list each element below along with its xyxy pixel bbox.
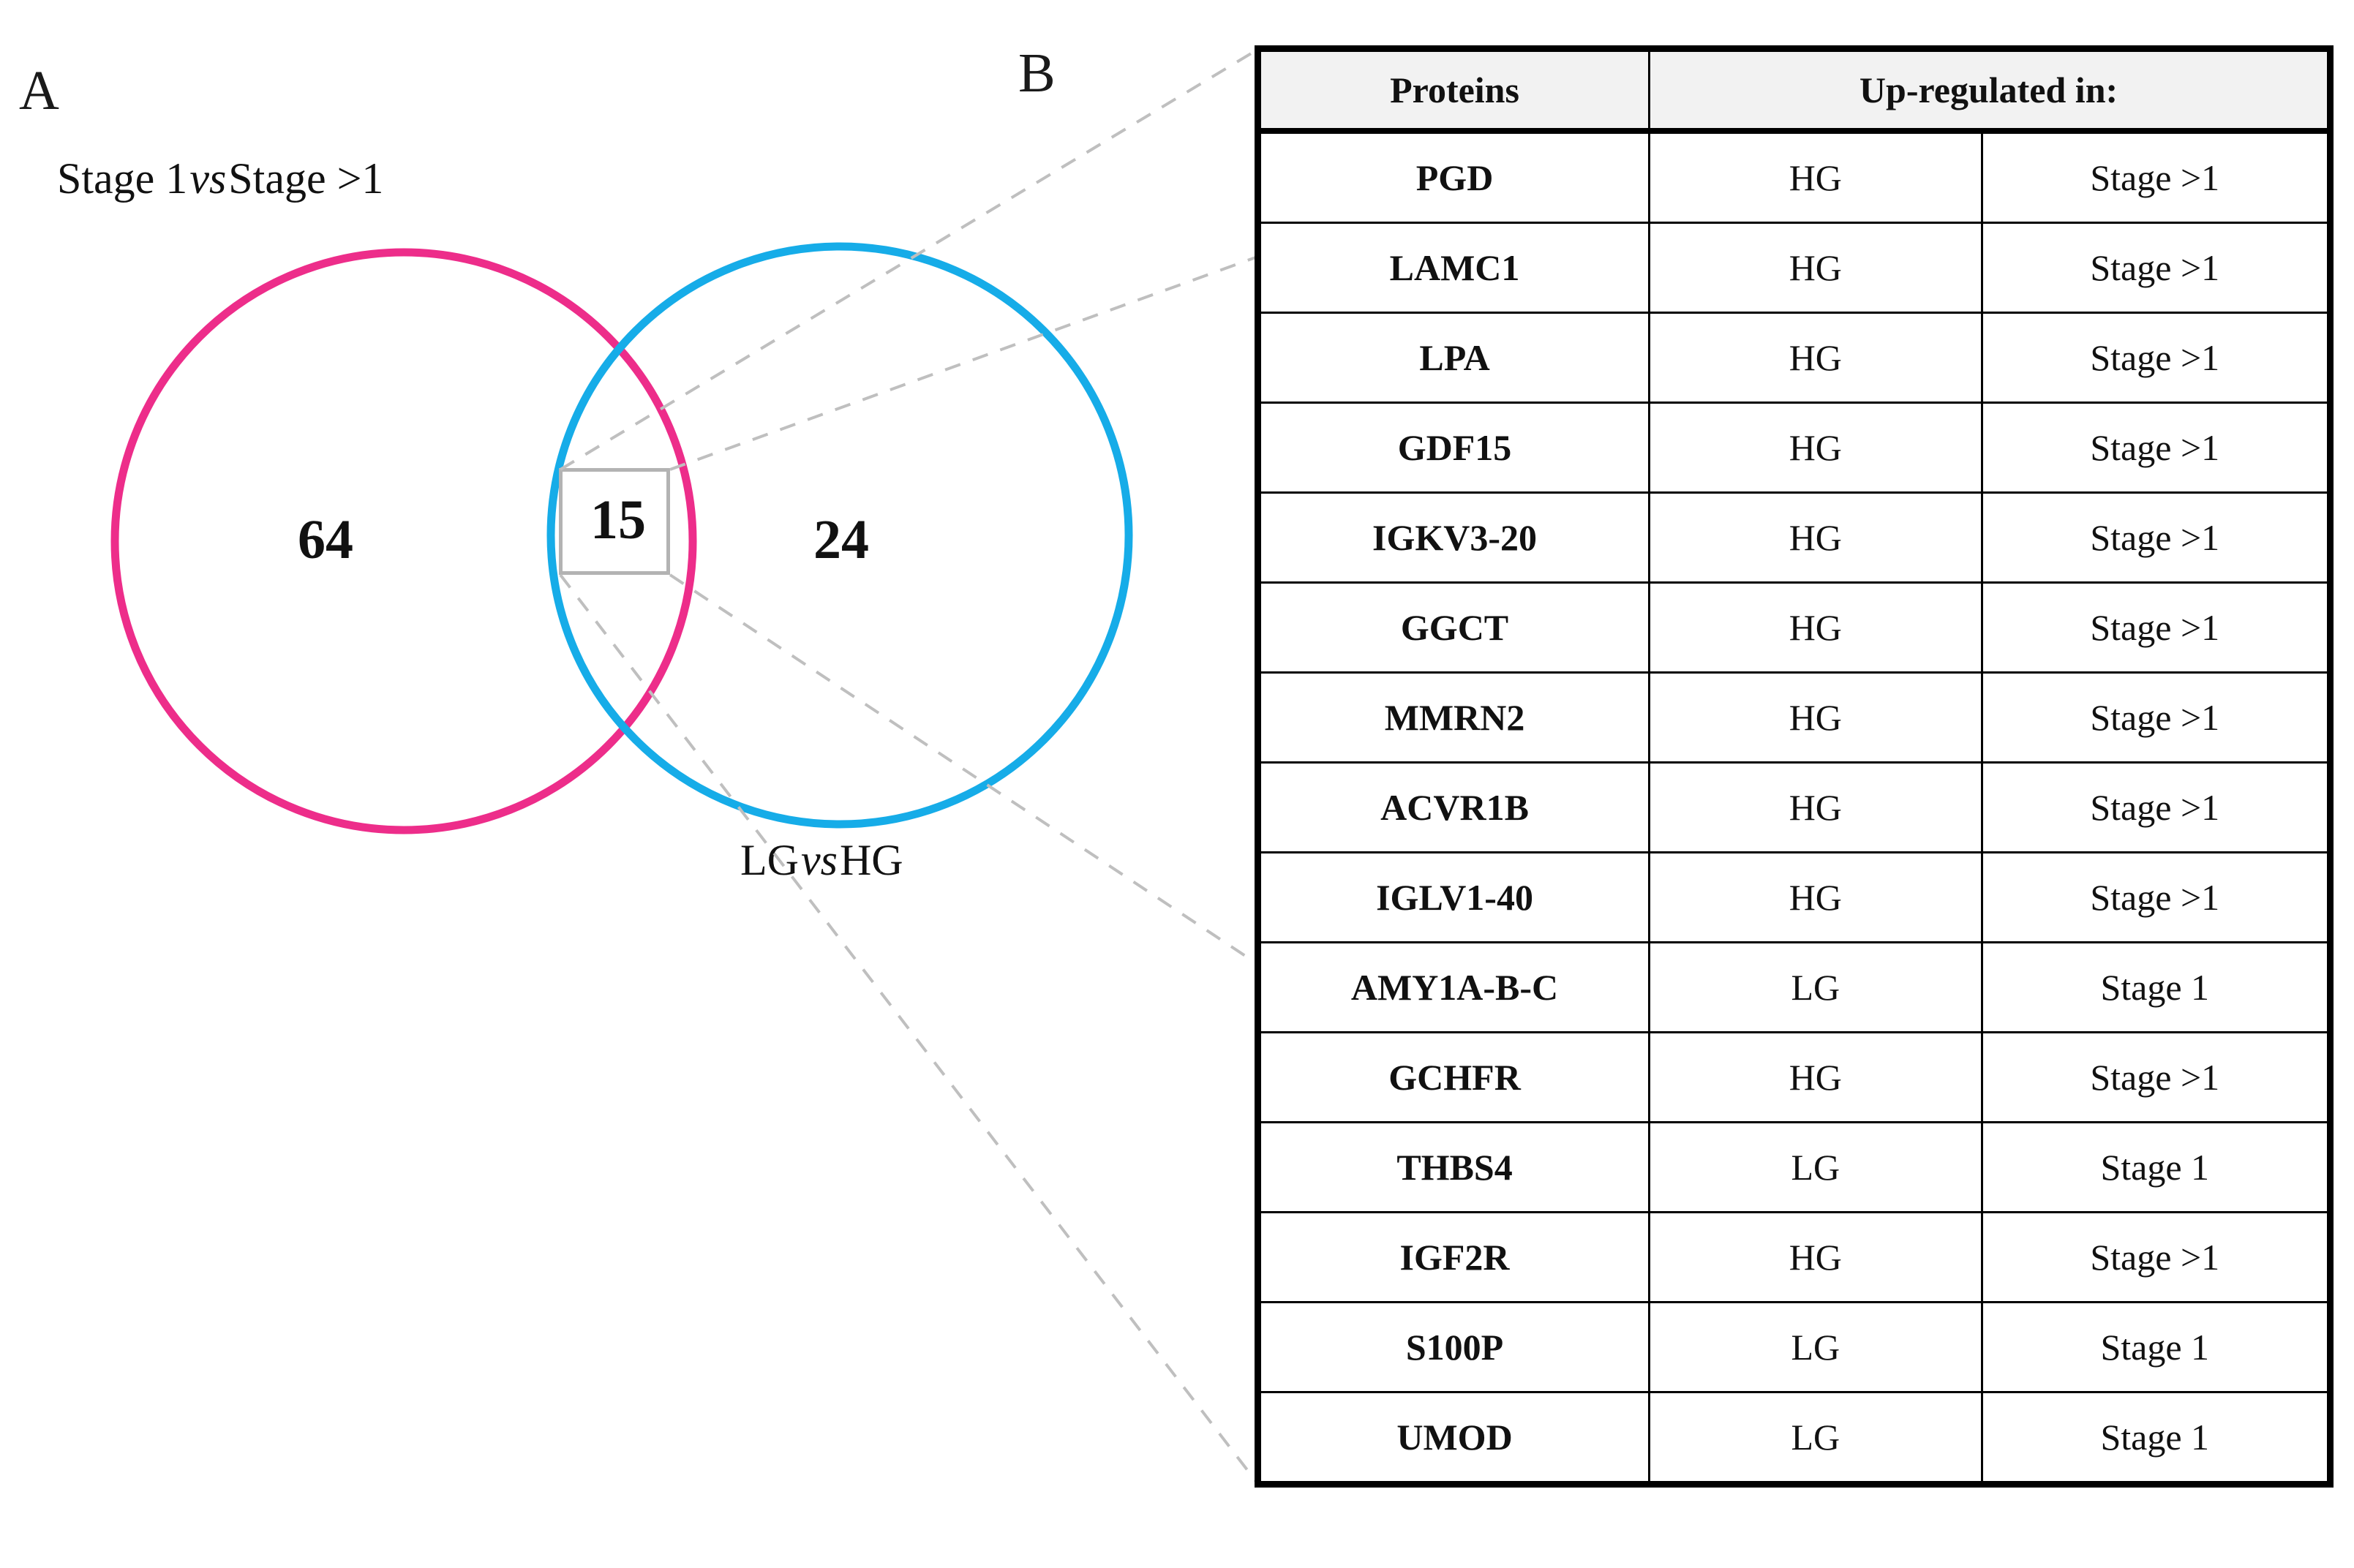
cell-protein-name: MMRN2 <box>1256 671 1651 764</box>
cell-upregulated-stage: Stage 1 <box>1980 1390 2332 1486</box>
cell-upregulated-grade: HG <box>1648 761 1983 853</box>
cell-upregulated-stage: Stage 1 <box>1980 941 2332 1033</box>
venn-count-right-only: 24 <box>813 509 869 570</box>
cell-protein-name: GDF15 <box>1256 402 1651 494</box>
venn-label-left-set: Stage 1vsStage >1 <box>57 157 383 200</box>
cell-upregulated-grade: LG <box>1648 1120 1983 1213</box>
panel-label-a: A <box>19 60 59 121</box>
venn-label-right-set: LGvsHG <box>740 838 903 882</box>
cell-protein-name: GCHFR <box>1256 1030 1651 1123</box>
cell-upregulated-grade: HG <box>1648 1030 1983 1123</box>
cell-upregulated-stage: Stage 1 <box>1980 1300 2332 1393</box>
venn-label-left-vs: vs <box>189 154 227 203</box>
cell-upregulated-stage: Stage >1 <box>1980 312 2332 404</box>
cell-protein-name: AMY1A-B-C <box>1256 941 1651 1033</box>
cell-upregulated-stage: Stage >1 <box>1980 402 2332 494</box>
cell-protein-name: LAMC1 <box>1256 222 1651 314</box>
cell-upregulated-stage: Stage 1 <box>1980 1120 2332 1213</box>
cell-protein-name: S100P <box>1256 1300 1651 1393</box>
cell-upregulated-grade: HG <box>1648 671 1983 764</box>
cell-upregulated-grade: HG <box>1648 222 1983 314</box>
venn-label-left-suffix: Stage >1 <box>228 154 384 203</box>
cell-upregulated-grade: HG <box>1648 1210 1983 1303</box>
cell-upregulated-stage: Stage >1 <box>1980 761 2332 853</box>
cell-upregulated-stage: Stage >1 <box>1980 851 2332 943</box>
table-header-row: Proteins Up-regulated in: <box>1256 48 2331 134</box>
cell-upregulated-grade: HG <box>1648 491 1983 584</box>
cell-upregulated-grade: LG <box>1648 1390 1983 1486</box>
venn-label-right-vs: vs <box>800 836 838 884</box>
cell-protein-name: THBS4 <box>1256 1120 1651 1213</box>
cell-protein-name: PGD <box>1256 129 1651 225</box>
venn-intersection-box: 15 <box>559 468 670 575</box>
venn-label-right-prefix: LG <box>740 836 799 884</box>
cell-upregulated-stage: Stage >1 <box>1980 1030 2332 1123</box>
cell-upregulated-grade: HG <box>1648 312 1983 404</box>
cell-protein-name: IGLV1-40 <box>1256 851 1651 943</box>
cell-protein-name: GGCT <box>1256 581 1651 674</box>
cell-upregulated-grade: HG <box>1648 129 1983 225</box>
cell-upregulated-grade: LG <box>1648 1300 1983 1393</box>
cell-upregulated-grade: HG <box>1648 581 1983 674</box>
venn-circle-left <box>110 248 697 834</box>
cell-protein-name: ACVR1B <box>1256 761 1651 853</box>
cell-upregulated-stage: Stage >1 <box>1980 671 2332 764</box>
venn-panel: A Stage 1vsStage >1 LGvsHG 64 24 15 <box>19 60 1133 882</box>
table-header-proteins: Proteins <box>1256 48 1651 134</box>
cell-protein-name: IGKV3-20 <box>1256 491 1651 584</box>
cell-upregulated-stage: Stage >1 <box>1980 222 2332 314</box>
table-header-upregulated: Up-regulated in: <box>1648 48 2331 134</box>
cell-upregulated-stage: Stage >1 <box>1980 581 2332 674</box>
cell-upregulated-grade: HG <box>1648 851 1983 943</box>
cell-protein-name: UMOD <box>1256 1390 1651 1486</box>
cell-upregulated-grade: LG <box>1648 941 1983 1033</box>
cell-protein-name: IGF2R <box>1256 1210 1651 1303</box>
venn-label-left-prefix: Stage 1 <box>57 154 188 203</box>
venn-count-left-only: 64 <box>298 509 353 570</box>
venn-label-right-suffix: HG <box>839 836 903 884</box>
table-head: Proteins Up-regulated in: <box>1256 48 2331 134</box>
cell-protein-name: LPA <box>1256 312 1651 404</box>
cell-upregulated-stage: Stage >1 <box>1980 129 2332 225</box>
venn-count-intersection: 15 <box>590 489 646 551</box>
cell-upregulated-stage: Stage >1 <box>1980 491 2332 584</box>
cell-upregulated-grade: HG <box>1648 402 1983 494</box>
cell-upregulated-stage: Stage >1 <box>1980 1210 2332 1303</box>
panel-label-b: B <box>1018 42 1056 104</box>
